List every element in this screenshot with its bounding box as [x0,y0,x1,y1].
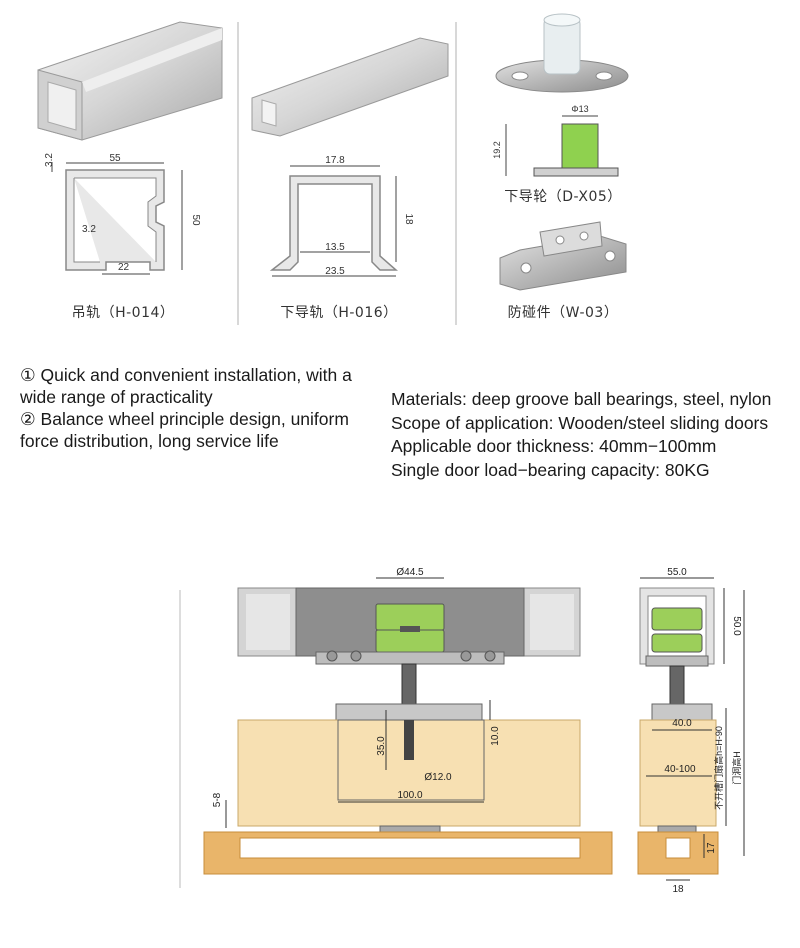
gap-label: 10.0 [490,726,501,746]
track-width-label: 18 [672,884,684,895]
guide-wheel-caption: 下导轮（D-X05） [504,189,622,205]
feature-item: ① Quick and convenient installation, wit… [20,365,352,407]
hanging-rail-caption: 吊轨（H-014） [71,305,175,321]
clearance-label: 5-8 [212,792,223,807]
wheel-dia-label: Ø44.5 [396,567,424,578]
hole-dia-label: Ø12.0 [424,772,452,783]
opening-height-label: 门洞高H [731,751,742,785]
specs-list: Materials: deep groove ball bearings, st… [391,388,791,482]
front-view [203,577,613,875]
lower-rail-height-label: 18 [403,213,414,225]
spec-item: Materials: deep groove ball bearings, st… [391,389,772,409]
side-plate-label: 40.0 [672,718,692,729]
rail-inner-lip-label: 3.2 [82,224,96,235]
lower-rail-base-label: 23.5 [325,266,345,277]
product-drawings: 55 50 3.2 3.2 22 17.8 18 13.5 23.5 Φ13 1… [37,13,629,325]
rail-lip-label: 3.2 [44,153,55,167]
lower-rail-profile [269,165,398,277]
lower-rail-width-label: 17.8 [325,155,345,166]
lower-rail-caption: 下导轨（H-016） [280,305,398,321]
anti-collision-caption: 防碰件（W-03） [507,305,619,321]
rail-width-label: 55 [109,153,121,164]
guide-wheel-photo [495,13,629,93]
guide-wheel-dia-label: Φ13 [571,104,588,114]
spec-item: Single door load−bearing capacity: 80KG [391,459,710,480]
bolt-len-label: 35.0 [376,736,387,756]
lower-rail-photo [251,37,449,137]
side-rail-width-label: 55.0 [667,567,687,578]
track-depth-label: 17 [706,842,717,854]
assembly-drawings: Ø44.5 35.0 Ø12.0 100.0 10.0 5-8 55.0 50.… [179,567,745,895]
rail-height-label: 50 [190,214,201,226]
hanging-rail-photo [37,21,223,141]
side-door-range-label: 40-100 [664,764,696,775]
spec-item: Scope of application: Wooden/steel slidi… [391,412,769,433]
guide-wheel-height-label: 19.2 [492,141,502,159]
rail-opening-label: 22 [118,262,130,273]
guide-wheel-drawing [505,115,619,177]
plate-width-label: 100.0 [397,790,422,801]
hanging-rail-profile [51,162,183,275]
spec-item: Applicable door thickness: 40mm−100mm [391,436,717,456]
side-rail-height-label: 50.0 [731,616,742,636]
door-height-label: 不开槽门扇高h=H-90 [713,726,724,810]
anti-collision-photo [499,221,627,291]
feature-item: ② Balance wheel principle design, unifor… [20,409,349,451]
features-list: ① Quick and convenient installation, wit… [20,364,360,452]
lower-rail-inner-label: 13.5 [325,242,345,253]
side-view [637,577,745,881]
